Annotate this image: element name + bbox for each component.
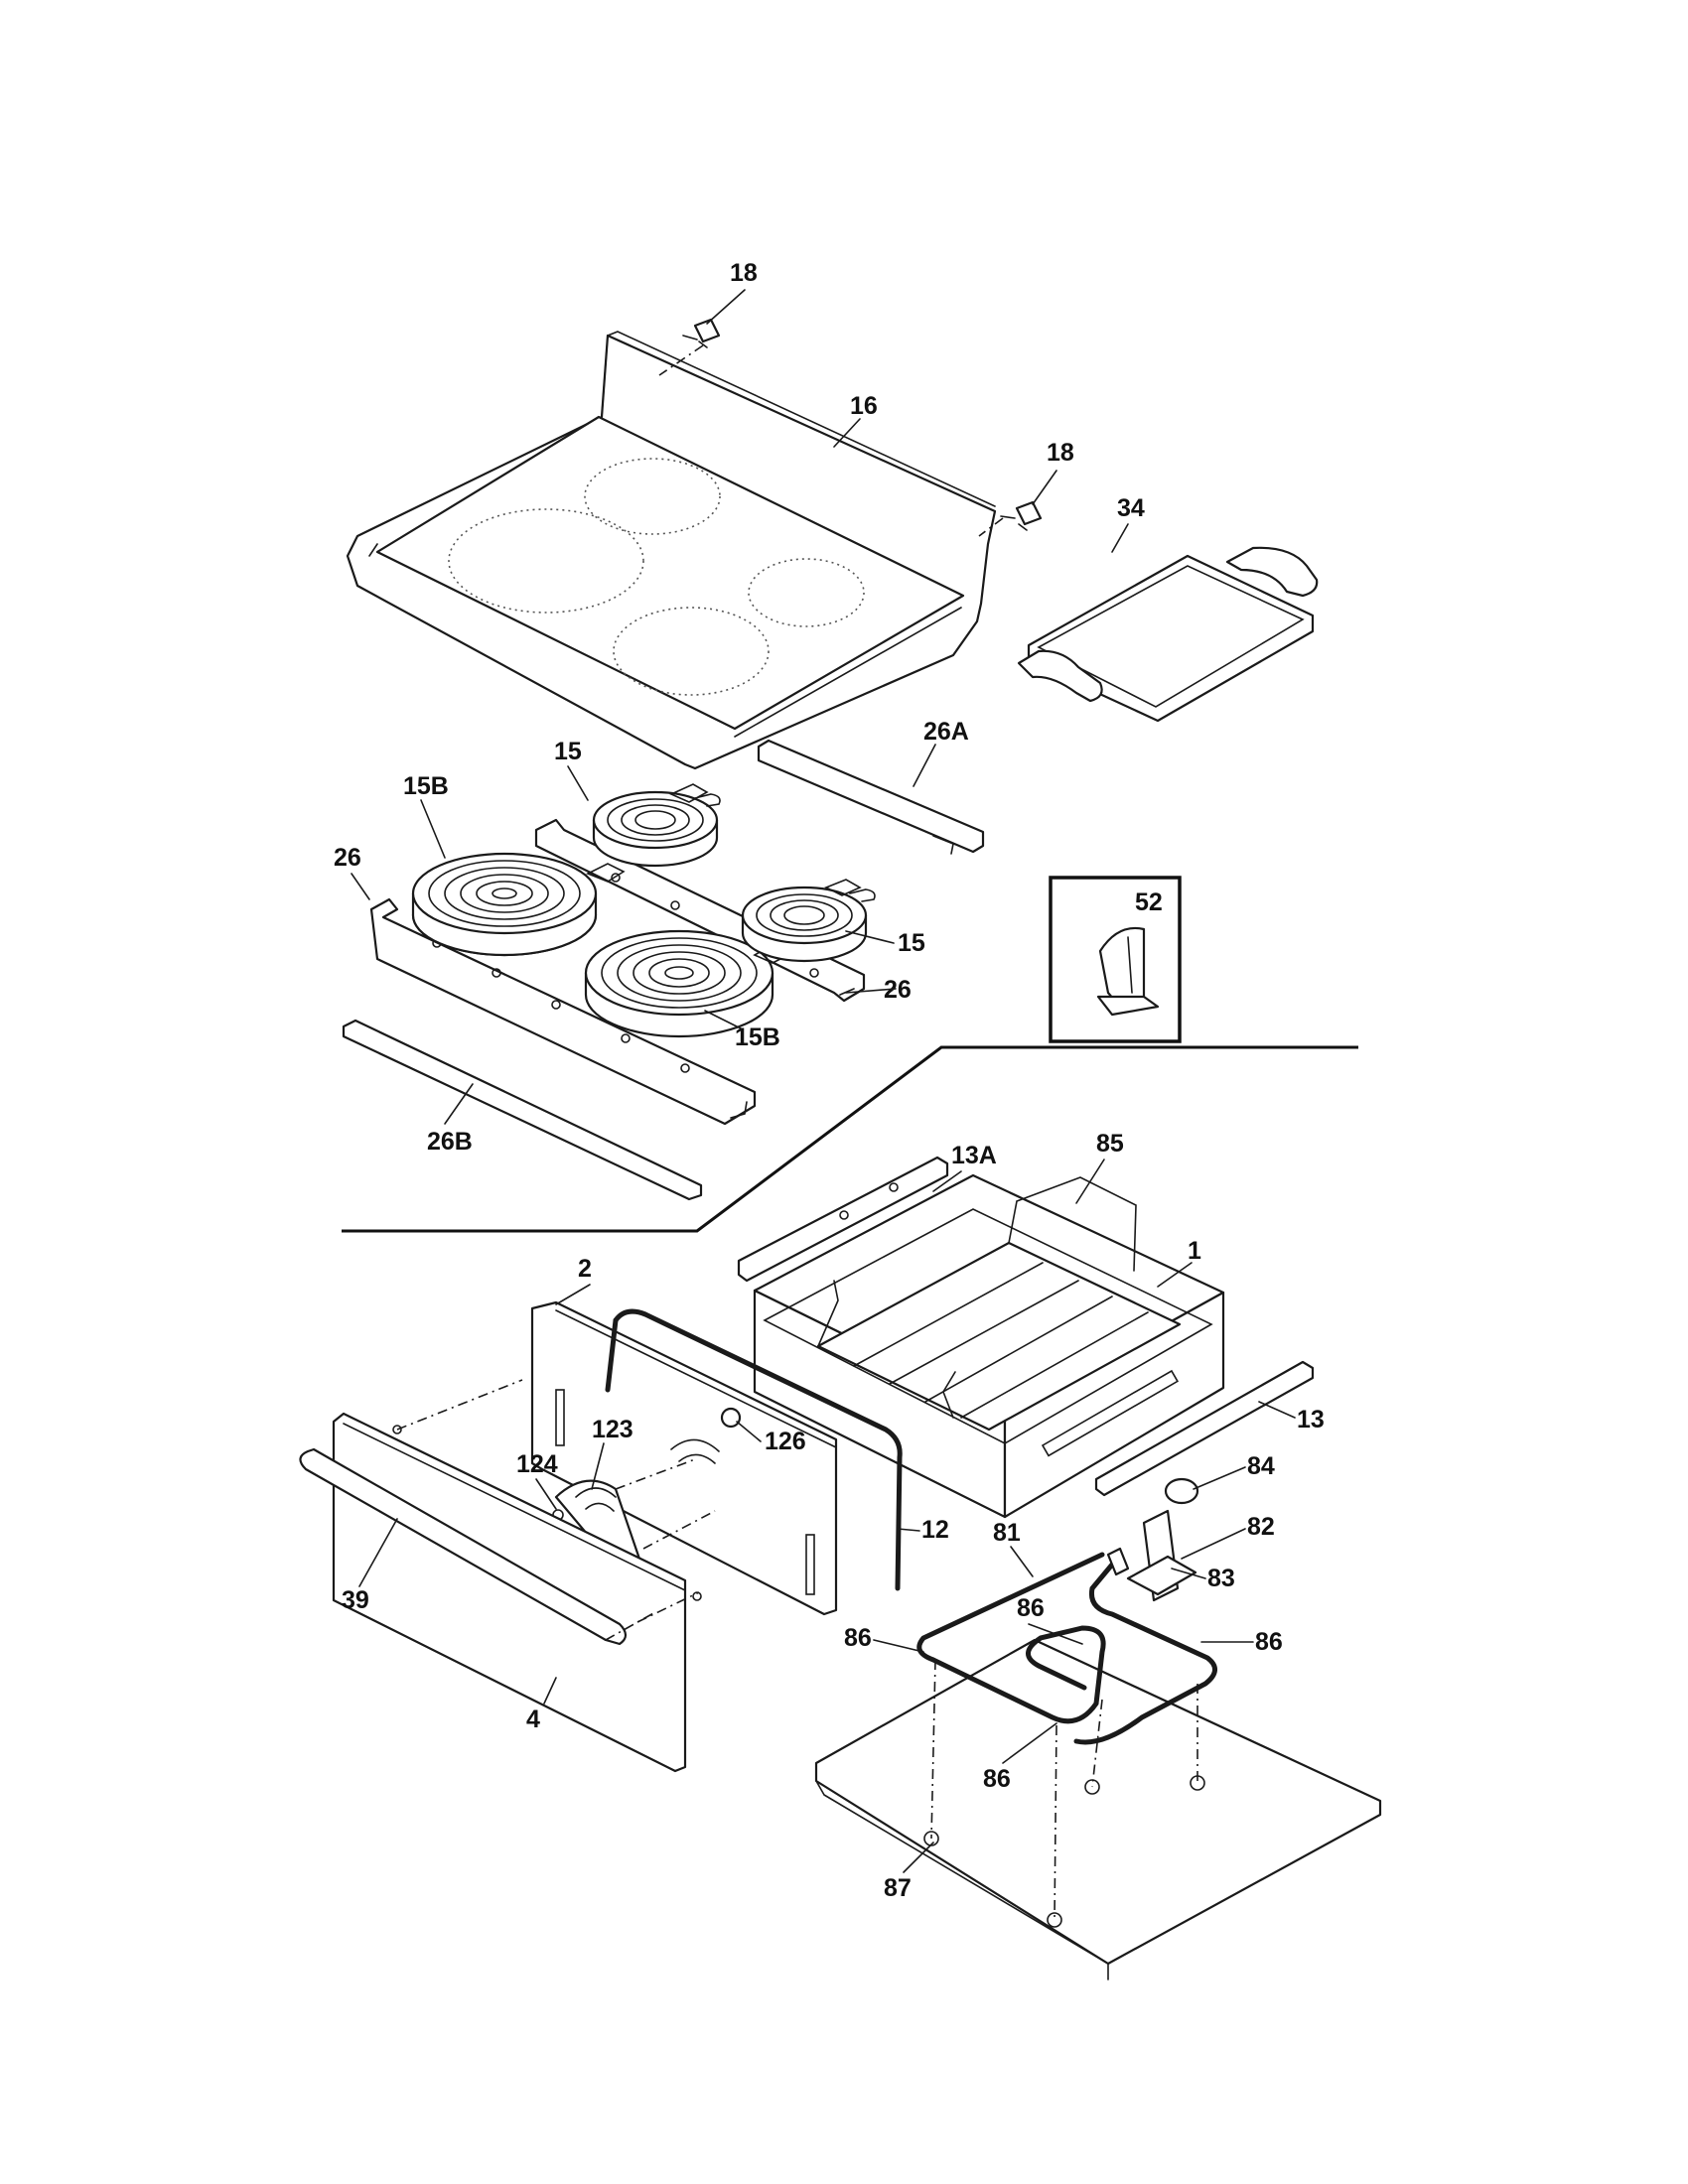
callout-label-86-center: 86 [1017,1594,1045,1622]
callout-label-18-right: 18 [1047,439,1074,467]
callout-label-2: 2 [578,1255,592,1283]
callout-label-13: 13 [1297,1406,1325,1433]
callout-label-81: 81 [993,1519,1021,1547]
warming-drawer-rack-part [816,1176,1182,1432]
callout-label-124: 124 [516,1450,558,1478]
callout-label-15-rear: 15 [554,738,582,765]
callout-label-86-right: 86 [1255,1628,1283,1656]
callout-label-13a: 13A [951,1142,997,1169]
small-surface-element-rear-part [592,783,721,868]
callout-label-86-left: 86 [844,1624,872,1652]
cooktop-bracket-right-part [978,500,1043,537]
drawer-front-panel-part [332,1379,702,1773]
drawer-slide-left-part [737,1156,949,1283]
small-surface-element-front-part [741,879,876,963]
callout-label-83: 83 [1207,1565,1235,1592]
callout-label-4: 4 [526,1706,540,1733]
callout-label-39: 39 [342,1586,369,1614]
callout-label-16: 16 [850,392,878,420]
callout-label-123: 123 [592,1416,633,1443]
callout-label-87: 87 [884,1874,912,1902]
callout-labels: 18 16 18 34 26A 15 15B 26 52 15 26 15B 2… [334,259,1325,1902]
front-trim-strip-26b-part [342,1019,703,1201]
callout-label-26a: 26A [923,718,969,746]
cooktop-glass-part [346,331,997,770]
drawer-gasket-part [605,1308,903,1591]
large-surface-element-rear-part [411,852,626,957]
callout-label-18-top: 18 [730,259,758,287]
callout-label-1: 1 [1188,1237,1201,1265]
callout-label-12: 12 [921,1516,949,1544]
callout-label-126: 126 [765,1428,806,1455]
griddle-part [1017,546,1319,723]
callout-label-84: 84 [1247,1452,1275,1480]
element-bracket-parts [1106,1477,1199,1602]
callout-label-15b-front: 15B [735,1024,780,1051]
knob-inset-frame [1049,876,1182,1043]
section-divider-line [342,1045,1358,1233]
callout-label-26b: 26B [427,1128,473,1156]
callout-label-52: 52 [1135,888,1163,916]
callout-label-15-front: 15 [898,929,925,957]
leader-lines [351,289,1296,1873]
drawer-slide-right-part [1094,1360,1315,1497]
callout-label-86-bottom: 86 [983,1765,1011,1793]
bake-element-part [916,1552,1217,1921]
callout-label-82: 82 [1247,1513,1275,1541]
rear-bracket-26a-part [757,739,985,855]
cooktop-bracket-left-part [658,318,721,376]
callout-label-85: 85 [1096,1130,1124,1158]
callout-label-34: 34 [1117,494,1145,522]
drawer-handle-part [299,1447,656,1646]
callout-label-15b-rear: 15B [403,772,449,800]
callout-label-26-left: 26 [334,844,361,872]
